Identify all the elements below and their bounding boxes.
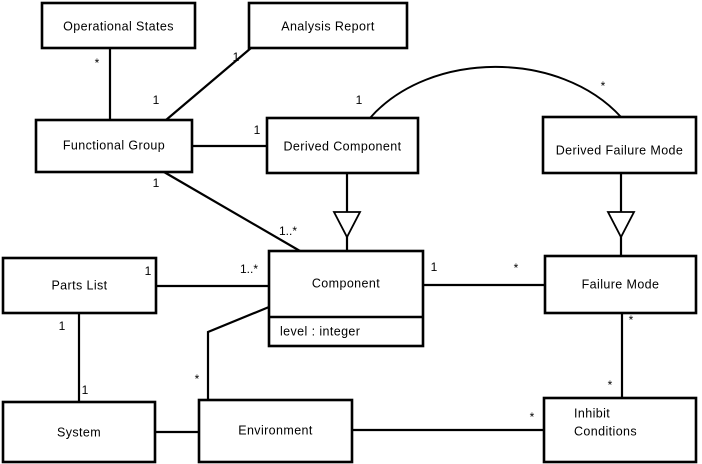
multiplicity-label: 1 (356, 93, 363, 107)
class-system[interactable]: System (1, 400, 157, 464)
class-box-operational-states[interactable] (40, 1, 197, 50)
association-component-environment[interactable] (206, 305, 270, 400)
multiplicity-label: * (629, 313, 634, 327)
class-component[interactable]: Component level : integer (267, 249, 425, 348)
class-box-failure-mode[interactable] (543, 254, 698, 315)
class-analysis-report[interactable]: Analysis Report (247, 1, 409, 50)
class-failure-mode[interactable]: Failure Mode (543, 254, 698, 315)
association-derived-component-derived-failure-mode[interactable] (369, 65, 622, 119)
class-name-operational-states: Operational States (63, 19, 174, 33)
class-name-analysis-report: Analysis Report (281, 19, 375, 33)
class-box-parts-list[interactable] (1, 256, 158, 315)
multiplicity-label: * (514, 261, 519, 275)
multiplicity-layer: * 1 1 1 1 * 1 1..* 1..* 1 1 * 1 1 * * * … (59, 50, 634, 424)
class-name-derived-failure-mode: Derived Failure Mode (556, 143, 684, 157)
class-box-functional-group[interactable] (34, 118, 194, 174)
class-parts-list[interactable]: Parts List (1, 256, 158, 315)
multiplicity-label: 1 (254, 123, 261, 137)
generalization-derived-failure-mode-failure-mode[interactable] (606, 173, 636, 256)
class-name-functional-group: Functional Group (63, 138, 165, 152)
class-box-analysis-report[interactable] (247, 1, 409, 50)
class-box-system[interactable] (1, 400, 157, 464)
association-functional-group-component[interactable] (163, 171, 301, 252)
hollow-triangle-icon (606, 211, 636, 239)
class-environment[interactable]: Environment (197, 398, 354, 464)
multiplicity-label: 1 (153, 176, 160, 190)
class-name-failure-mode: Failure Mode (582, 277, 660, 291)
class-box-derived-failure-mode[interactable] (541, 115, 698, 175)
class-name-inhibit-conditions-line1: Inhibit (574, 406, 610, 420)
class-attribute-component-level: level : integer (280, 324, 360, 338)
multiplicity-label: 1 (82, 383, 89, 397)
class-functional-group[interactable]: Functional Group (34, 118, 194, 174)
class-box-environment[interactable] (197, 398, 354, 464)
class-box-component[interactable] (267, 249, 425, 348)
class-box-derived-component[interactable] (265, 116, 420, 175)
class-derived-failure-mode[interactable]: Derived Failure Mode (541, 115, 698, 175)
class-name-system: System (57, 425, 101, 439)
multiplicity-label: * (95, 56, 100, 70)
class-operational-states[interactable]: Operational States (40, 1, 197, 50)
multiplicity-label: 1 (153, 93, 160, 107)
multiplicity-label: * (608, 378, 613, 392)
multiplicity-label: * (530, 410, 535, 424)
association-functional-group-analysis-report[interactable] (165, 47, 252, 121)
multiplicity-label: 1 (59, 319, 66, 333)
multiplicity-label: * (601, 79, 606, 93)
generalization-layer (332, 173, 636, 256)
multiplicity-label: 1..* (279, 224, 297, 238)
multiplicity-label: 1 (145, 264, 152, 278)
class-inhibit-conditions[interactable]: Inhibit Conditions (542, 396, 698, 464)
class-name-parts-list: Parts List (51, 278, 107, 292)
class-name-inhibit-conditions-line2: Conditions (574, 424, 637, 438)
class-name-component: Component (312, 276, 380, 290)
class-derived-component[interactable]: Derived Component (265, 116, 420, 175)
class-box-inhibit-conditions[interactable] (542, 396, 698, 464)
class-name-environment: Environment (238, 423, 313, 437)
multiplicity-label: 1 (431, 260, 438, 274)
association-layer (77, 47, 624, 434)
multiplicity-label: * (195, 372, 200, 386)
multiplicity-label: 1 (233, 50, 240, 64)
class-name-derived-component: Derived Component (284, 139, 402, 153)
multiplicity-label: 1..* (240, 262, 258, 276)
generalization-derived-component-component[interactable] (332, 173, 362, 251)
hollow-triangle-icon (332, 211, 362, 239)
